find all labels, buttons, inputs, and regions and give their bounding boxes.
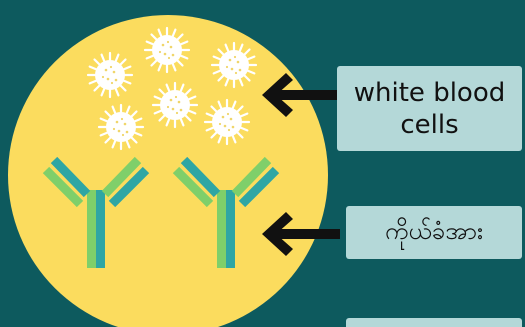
label-box-partial — [346, 318, 522, 327]
white-blood-cell-icon — [88, 53, 132, 97]
white-blood-cell-icon — [212, 43, 256, 87]
antibody-label: ကိုယ်ခံအား — [346, 206, 522, 259]
white-blood-cell-icon — [153, 83, 197, 127]
white-blood-cell-icon — [99, 105, 143, 149]
white-blood-cell-icon — [205, 100, 249, 144]
white-blood-cells-label: white blood cells — [337, 66, 522, 151]
white-blood-cell-icon — [145, 28, 189, 72]
